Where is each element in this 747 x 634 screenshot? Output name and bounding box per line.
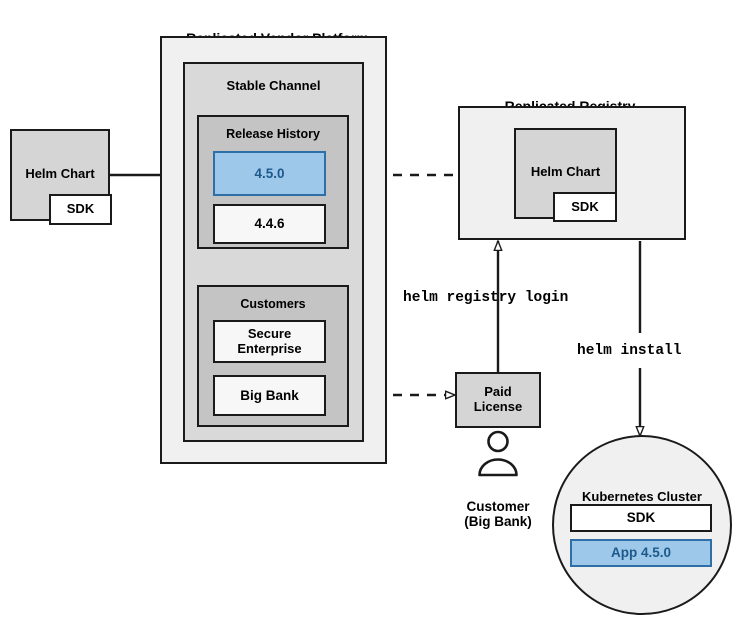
registry-sdk-box: SDK [553,192,617,222]
source-sdk-label: SDK [66,201,95,217]
cluster-app-box: App 4.5.0 [570,539,712,567]
release-item-4-4-6-label: 4.4.6 [254,216,285,232]
source-sdk-box: SDK [49,194,112,225]
cluster-title: Kubernetes Cluster [552,475,732,505]
customer-caption: Customer (Big Bank) [433,483,563,530]
cluster-title-text: Kubernetes Cluster [582,488,702,504]
registry-sdk-label: SDK [571,198,599,214]
person-icon [473,430,523,478]
paid-license-label: Paid License [473,384,523,414]
release-item-4-4-6[interactable]: 4.4.6 [213,204,326,244]
customer-caption-text: Customer (Big Bank) [464,498,532,530]
paid-license-box: Paid License [455,372,541,428]
customer-secure-enterprise[interactable]: Secure Enterprise [213,320,326,363]
customers-title: Customers [240,297,306,311]
release-item-4-5-0[interactable]: 4.5.0 [213,151,326,196]
release-history-title: Release History [226,127,320,141]
release-item-4-5-0-label: 4.5.0 [254,165,285,181]
cluster-sdk-box: SDK [570,504,712,532]
cmd-helm-install: helm install [577,343,682,359]
source-helm-chart-label: Helm Chart [25,166,95,181]
cluster-sdk-label: SDK [626,510,656,526]
customer-big-bank-label: Big Bank [240,387,299,403]
stable-channel-title: Stable Channel [226,78,321,93]
registry-helm-chart-label: Helm Chart [530,164,601,179]
cluster-app-label: App 4.5.0 [610,545,672,561]
customer-secure-enterprise-label: Secure Enterprise [237,325,302,356]
customer-big-bank[interactable]: Big Bank [213,375,326,416]
cmd-helm-registry-login: helm registry login [403,290,569,306]
